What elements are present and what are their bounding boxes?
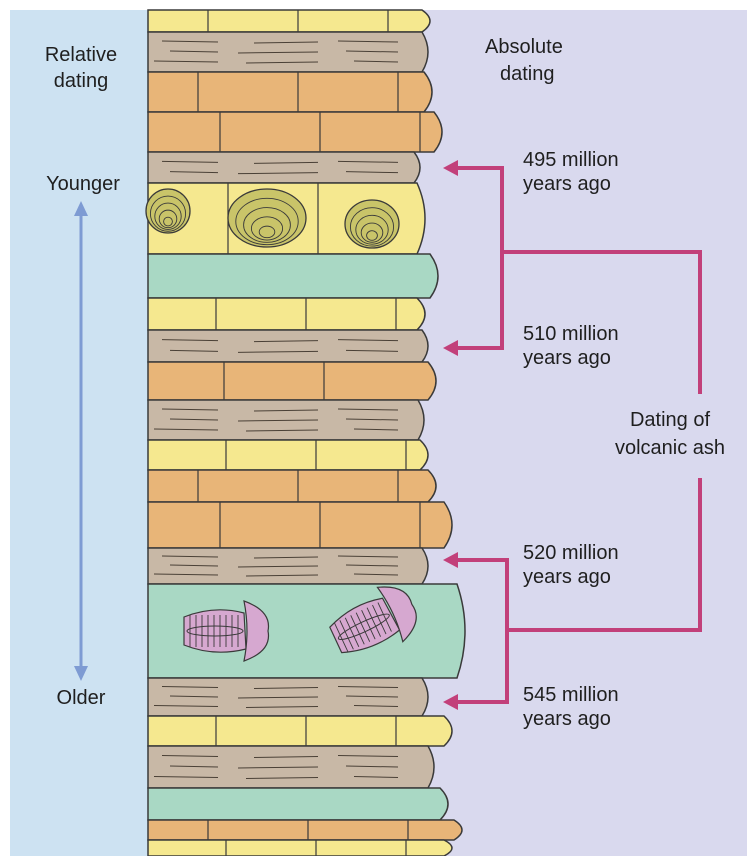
relative-dating-title-line1: Relative bbox=[22, 43, 140, 67]
stratum-sandstone bbox=[148, 820, 462, 840]
stratum-ash bbox=[148, 254, 438, 298]
older-label: Older bbox=[22, 686, 140, 710]
age-545-line1: 545 million bbox=[523, 683, 619, 707]
stratum-shale bbox=[148, 330, 428, 362]
clam-fossil bbox=[228, 189, 306, 247]
stratum-ash bbox=[148, 788, 448, 820]
stratum-sandstone bbox=[148, 362, 436, 400]
dating-method-line2: volcanic ash bbox=[600, 436, 740, 460]
younger-label: Younger bbox=[24, 172, 142, 196]
dating-method-line1: Dating of bbox=[600, 408, 740, 432]
stratum-shale bbox=[148, 152, 420, 183]
age-520-line1: 520 million bbox=[523, 541, 619, 565]
age-520-line2: years ago bbox=[523, 565, 611, 589]
age-510-line2: years ago bbox=[523, 346, 611, 370]
stratum-sandstone bbox=[148, 470, 436, 502]
age-510-line1: 510 million bbox=[523, 322, 619, 346]
stratum-limestone bbox=[148, 298, 425, 330]
rock-column bbox=[146, 10, 465, 856]
absolute-dating-title-line2: dating bbox=[500, 62, 555, 86]
age-495-line1: 495 million bbox=[523, 148, 619, 172]
trilobite-part bbox=[184, 610, 246, 652]
relative-dating-title-line2: dating bbox=[22, 69, 140, 93]
stratum-limestone bbox=[148, 440, 428, 470]
stratum-sandstone bbox=[148, 72, 432, 112]
absolute-dating-title-line1: Absolute bbox=[485, 35, 563, 59]
clam-fossil bbox=[345, 200, 399, 248]
stratum-sandstone bbox=[148, 502, 452, 548]
stratum-limestone bbox=[148, 716, 452, 746]
age-495-line2: years ago bbox=[523, 172, 611, 196]
stratum-sandstone bbox=[148, 112, 442, 152]
age-545-line2: years ago bbox=[523, 707, 611, 731]
